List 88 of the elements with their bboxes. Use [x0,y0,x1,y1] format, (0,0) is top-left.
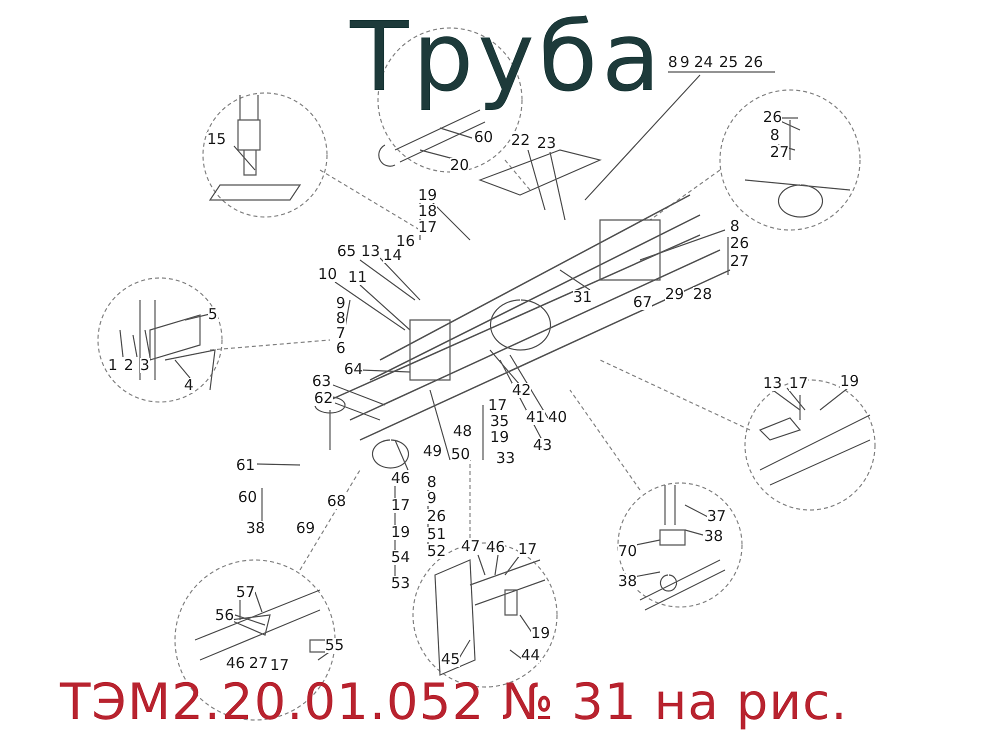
callout-number: 7 [336,326,346,341]
callout-number: 19 [531,626,550,641]
callout-number: 69 [296,521,316,536]
callout-number: 1 [108,358,118,373]
callout-number: 19 [490,430,510,445]
callout-number: 67 [633,295,652,310]
callout-number: 2 [124,358,134,373]
callout-number: 46 [486,540,506,555]
callout-number: 17 [488,398,508,413]
callout-number: 9 [680,55,690,70]
callout-number: 17 [418,220,438,235]
callout-number: 17 [391,498,410,513]
callout-number: 17 [518,542,538,557]
callout-number: 8 [730,219,740,234]
callout-number: 44 [521,648,540,663]
callout-number: 25 [719,55,738,70]
callout-number: 60 [238,490,258,505]
callout-number: 38 [618,574,638,589]
callout-number: 68 [327,494,346,509]
callout-number: 46 [226,656,246,671]
callout-number: 47 [461,539,480,554]
callout-number: 18 [418,204,438,219]
callout-number: 48 [453,424,472,439]
callout-number: 62 [314,391,334,406]
callout-number: 55 [325,638,344,653]
callout-number: 52 [427,544,446,559]
callout-number: 37 [707,509,726,524]
callout-number: 46 [391,471,410,486]
callout-number: 24 [694,55,714,70]
callout-number: 57 [236,585,256,600]
callout-number: 17 [789,376,808,391]
callout-number: 3 [140,358,150,373]
callout-number: 8 [427,475,437,490]
callout-number: 9 [427,491,437,506]
callout-number: 5 [208,307,218,322]
callout-number: 31 [573,290,592,305]
callout-number: 13 [763,376,782,391]
callout-number: 8 [770,128,780,143]
callout-number: 40 [548,410,568,425]
callout-number: 19 [418,188,438,203]
callout-number: 43 [533,438,552,453]
callout-number: 41 [526,410,546,425]
callout-number: 19 [840,374,860,389]
callout-number: 50 [451,447,470,462]
callout-number: 63 [312,374,332,389]
callout-number: 26 [427,509,446,524]
callout-number: 14 [383,248,402,263]
callout-number: 10 [318,267,338,282]
callout-number: 35 [490,414,510,429]
callout-number: 61 [236,458,256,473]
callout-number: 65 [337,244,356,259]
callout-number: 28 [693,287,712,302]
callout-number: 15 [207,132,226,147]
callout-number: 19 [391,525,410,540]
callout-number: 27 [770,145,790,160]
callout-number: 29 [665,287,684,302]
callout-number: 22 [511,133,530,148]
callout-number: 51 [427,527,446,542]
callout-number: 42 [512,383,532,398]
callout-number: 38 [704,529,724,544]
callout-number: 9 [336,296,346,311]
caption: ТЭМ2.20.01.052 № 31 на рис. [60,672,848,732]
callout-number: 33 [496,451,516,466]
callout-number: 70 [618,544,638,559]
callout-number: 17 [270,658,290,673]
callout-number: 38 [246,521,266,536]
callout-number: 16 [396,234,416,249]
callout-number: 11 [348,270,368,285]
callout-number: 26 [763,110,782,125]
callout-number: 54 [391,550,410,565]
callout-number: 60 [474,130,494,145]
callout-number: 26 [730,236,750,251]
callout-number: 20 [450,158,470,173]
callout-number: 27 [730,254,750,269]
callout-number: 23 [537,136,556,151]
callout-number: 8 [668,55,678,70]
callout-number: 27 [249,656,268,671]
callout-number: 13 [361,244,380,259]
callout-number: 45 [441,652,460,667]
callout-number: 49 [423,444,442,459]
callout-number: 53 [391,576,410,591]
callout-number: 26 [744,55,764,70]
callout-number: 4 [184,378,194,393]
title: Труба [350,0,664,115]
callout-number: 8 [336,311,346,326]
callout-number: 6 [336,341,346,356]
callout-number: 56 [215,608,234,623]
callout-number: 64 [344,362,364,377]
